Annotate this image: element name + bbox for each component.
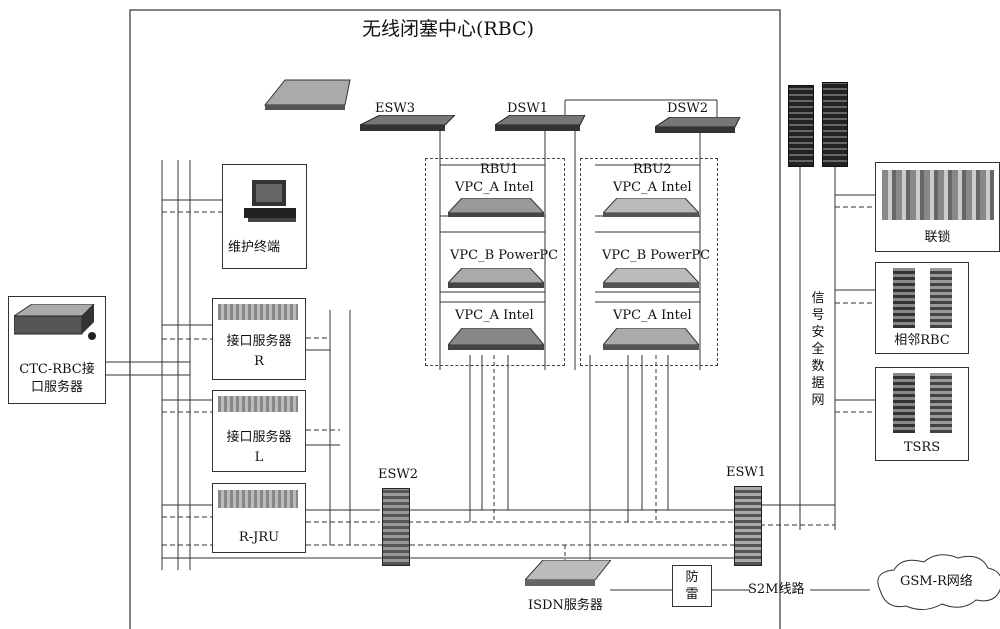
adjacent-rbc-rack-icon-2 <box>930 268 952 328</box>
esw3-switch-icon <box>255 75 355 115</box>
rbu2-label: RBU2 <box>633 162 672 178</box>
dsw2-switch-icon <box>655 117 745 139</box>
maintenance-terminal-label: 维护终端 <box>228 240 280 256</box>
gsmr-label: GSM-R网络 <box>900 574 973 590</box>
esw1-label: ESW1 <box>726 465 766 481</box>
interlock-label: 联锁 <box>875 230 1000 246</box>
dsw2-label: DSW2 <box>667 101 708 117</box>
tsrs-rack-icon-2 <box>930 373 952 433</box>
esw3-label: ESW3 <box>375 101 415 117</box>
rbu2-unit-3-label: VPC_A Intel <box>613 308 692 324</box>
rbu1-unit-2-icon <box>448 268 544 290</box>
esw1-switch-icon <box>734 486 762 566</box>
dsw1-switch-icon <box>495 115 590 137</box>
lightning-label: 防雷 <box>684 569 700 603</box>
rbu2-unit-2-icon <box>603 268 699 290</box>
adjacent-rbc-label: 相邻RBC <box>875 333 969 349</box>
iface-server-l-line1: 接口服务器 <box>212 430 306 446</box>
rbu2-unit-2-label: VPC_B PowerPC <box>602 248 710 264</box>
isdn-label: ISDN服务器 <box>528 598 603 614</box>
diagram-title: 无线闭塞中心(RBC) <box>362 14 534 41</box>
computer-icon <box>240 178 300 226</box>
iface-server-l-line2: L <box>212 450 306 466</box>
tsrs-rack-icon <box>893 373 915 433</box>
adjacent-rbc-rack-icon <box>893 268 915 328</box>
iface-server-r-line2: R <box>212 354 306 370</box>
security-rack-icon-1 <box>788 85 814 167</box>
rbu1-unit-1-icon <box>448 198 544 218</box>
esw2-label: ESW2 <box>378 467 418 483</box>
tsrs-label: TSRS <box>875 440 969 456</box>
rbu1-unit-3-label: VPC_A Intel <box>455 308 534 324</box>
dsw1-label: DSW1 <box>507 101 548 117</box>
esw2-switch-icon <box>382 488 410 566</box>
ctc-rbc-line1: CTC-RBC接 <box>8 362 106 378</box>
rbu2-unit-1-icon <box>603 198 699 218</box>
rbu2-unit-1-label: VPC_A Intel <box>613 180 692 196</box>
server-icon <box>14 304 100 340</box>
rbu1-unit-1-label: VPC_A Intel <box>455 180 534 196</box>
esw3-base-icon <box>360 115 455 137</box>
ctc-rbc-line2: 口服务器 <box>8 380 106 396</box>
iface-server-r-line1: 接口服务器 <box>212 334 306 350</box>
rbu1-unit-3-icon <box>448 328 544 352</box>
rjru-label: R-JRU <box>212 530 306 546</box>
isdn-server-icon <box>525 560 611 592</box>
s2m-label: S2M线路 <box>748 582 805 598</box>
interlock-icon <box>882 170 994 220</box>
rbu1-unit-2-label: VPC_B PowerPC <box>450 248 558 264</box>
iface-server-r-icon <box>218 304 298 320</box>
rjru-icon <box>218 490 298 508</box>
signal-network-label: 信号安全数据网 <box>810 290 826 409</box>
security-rack-icon-2 <box>822 82 848 167</box>
rbu1-label: RBU1 <box>480 162 519 178</box>
iface-server-l-icon <box>218 396 298 412</box>
rbu2-unit-3-icon <box>603 328 699 352</box>
